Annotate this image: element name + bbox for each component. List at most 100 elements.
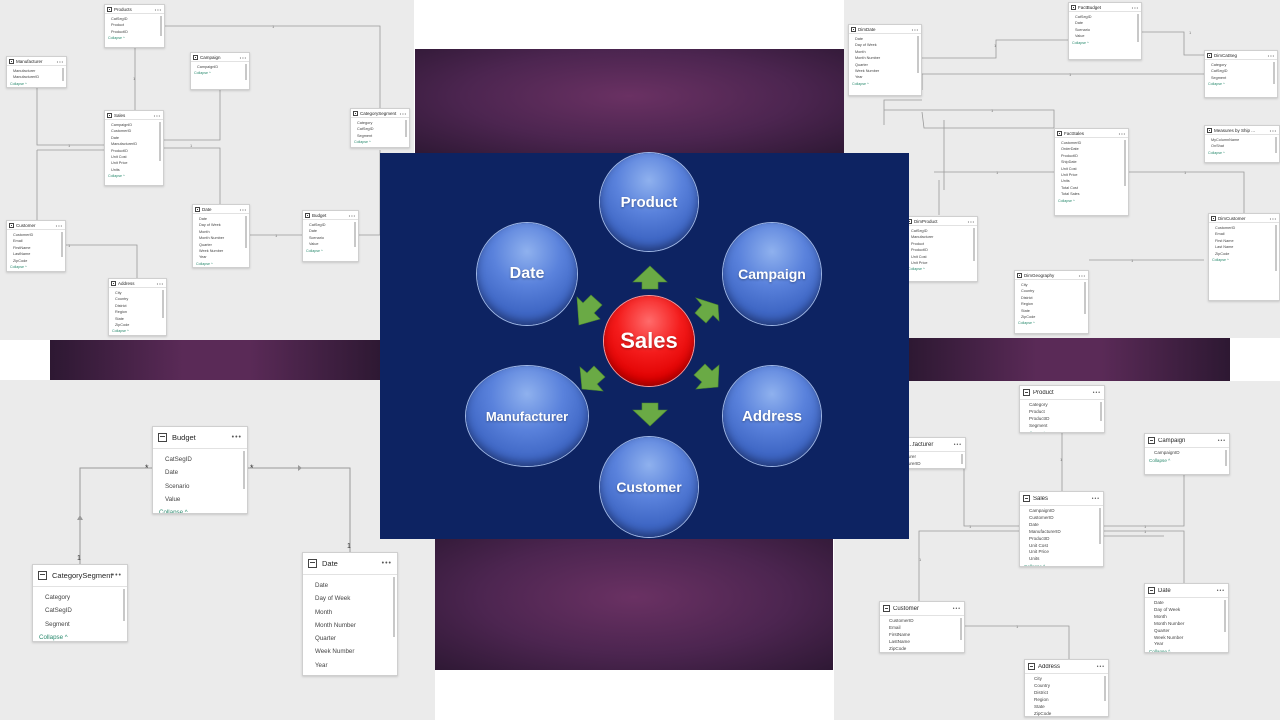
field-row[interactable]: Scenario <box>309 235 324 240</box>
scrollbar[interactable] <box>961 454 963 464</box>
field-row[interactable]: LastName <box>889 638 910 644</box>
table-header[interactable]: Measures by Ship ...••• <box>1205 126 1279 135</box>
field-row[interactable]: Date <box>1154 600 1164 605</box>
scrollbar[interactable] <box>1225 450 1227 466</box>
collapse-button[interactable]: Collapse ^ <box>1149 457 1171 463</box>
field-row[interactable]: Product <box>111 23 125 28</box>
more-options-icon[interactable]: ••• <box>399 110 407 116</box>
scrollbar[interactable] <box>1137 14 1139 42</box>
table-header[interactable]: CategorySegment••• <box>33 565 127 587</box>
scrollbar[interactable] <box>1224 600 1226 632</box>
field-row[interactable]: ManufacturerID <box>111 142 138 147</box>
field-row[interactable]: Month Number <box>315 621 356 629</box>
more-options-icon[interactable]: ••• <box>1269 215 1277 221</box>
more-options-icon[interactable]: ••• <box>239 54 247 60</box>
scrollbar[interactable] <box>1099 508 1101 544</box>
scrollbar[interactable] <box>973 228 975 261</box>
field-row[interactable]: OrderDate <box>1061 147 1079 152</box>
scrollbar[interactable] <box>62 68 64 81</box>
field-row[interactable]: Units <box>1061 179 1070 184</box>
field-row[interactable]: Quarter <box>855 62 868 67</box>
collapse-button[interactable]: Collapse ^ <box>159 509 188 514</box>
collapse-button[interactable]: Collapse ^ <box>10 81 27 86</box>
field-row[interactable]: Value <box>1075 34 1085 39</box>
field-row[interactable]: ProductID <box>1061 153 1078 158</box>
scrollbar[interactable] <box>159 122 161 161</box>
collapse-button[interactable]: Collapse ^ <box>196 261 213 266</box>
field-row[interactable]: Month <box>1154 613 1167 619</box>
field-row[interactable]: ...urerID <box>904 460 921 466</box>
more-options-icon[interactable]: ••• <box>231 434 242 441</box>
more-options-icon[interactable]: ••• <box>1096 663 1105 670</box>
scrollbar[interactable] <box>243 451 245 489</box>
scrollbar[interactable] <box>1273 62 1275 84</box>
collapse-button[interactable]: Collapse ^ <box>1072 40 1089 45</box>
field-row[interactable]: CatSegID <box>357 127 374 132</box>
field-row[interactable]: Country <box>1034 682 1051 688</box>
field-row[interactable]: Year <box>855 75 863 80</box>
field-row[interactable]: CatSegID <box>1075 15 1092 19</box>
scrollbar[interactable] <box>160 16 162 36</box>
table-header[interactable]: CategorySegment••• <box>351 109 409 118</box>
field-row[interactable]: MyColumnName <box>1211 138 1240 142</box>
field-row[interactable]: Unit Price <box>111 161 128 166</box>
field-row[interactable]: CustomerID <box>111 129 132 134</box>
field-row[interactable]: Date <box>111 135 120 140</box>
more-options-icon[interactable]: ••• <box>1092 389 1101 396</box>
scrollbar[interactable] <box>1100 402 1102 421</box>
field-row[interactable]: Date <box>1075 21 1084 26</box>
field-row[interactable]: Region <box>1034 696 1049 702</box>
field-row[interactable]: Email <box>13 239 23 244</box>
table-header[interactable]: Address••• <box>109 279 166 288</box>
field-row[interactable]: Week Number <box>315 648 355 656</box>
field-row[interactable]: Email <box>1215 232 1225 237</box>
table-header[interactable]: DimCustomer••• <box>1209 214 1279 223</box>
collapse-button[interactable]: Collapse ^ <box>852 81 869 86</box>
field-row[interactable]: OnShat <box>1211 144 1224 149</box>
field-row[interactable]: CustomerID <box>1061 141 1082 145</box>
field-row[interactable]: Manufacturer <box>13 69 36 73</box>
collapse-button[interactable]: Collapse ^ <box>1208 150 1225 155</box>
field-row[interactable]: Date <box>165 469 179 477</box>
collapse-button[interactable]: Collapse ^ <box>306 248 323 253</box>
table-header[interactable]: Date••• <box>193 205 249 214</box>
collapse-button[interactable]: Collapse ^ <box>108 36 125 41</box>
table-header[interactable]: Campaign••• <box>1145 434 1229 448</box>
table-header[interactable]: Sales••• <box>105 111 163 120</box>
field-row[interactable]: District <box>1021 295 1033 300</box>
field-row[interactable]: CustomerID <box>1029 514 1054 520</box>
collapse-button[interactable]: Collapse ^ <box>1208 82 1225 87</box>
table-header[interactable]: Campaign••• <box>191 53 249 62</box>
scrollbar[interactable] <box>123 589 125 621</box>
field-row[interactable]: Total Cost <box>1061 185 1078 190</box>
field-row[interactable]: FirstName <box>889 631 911 637</box>
field-row[interactable]: Quarter <box>199 242 212 247</box>
more-options-icon[interactable]: ••• <box>1269 127 1277 133</box>
field-row[interactable]: CustomerID <box>889 618 914 623</box>
table-header[interactable]: FactSales••• <box>1055 129 1128 138</box>
field-row[interactable]: Email <box>889 624 901 630</box>
field-row[interactable]: Category <box>45 594 71 601</box>
table-header[interactable]: Date••• <box>303 553 397 575</box>
collapse-button[interactable]: Collapse ^ <box>1018 321 1035 326</box>
field-row[interactable]: Month Number <box>199 236 225 241</box>
table-header[interactable]: DimCatSeg••• <box>1205 51 1277 60</box>
scrollbar[interactable] <box>245 216 247 248</box>
field-row[interactable]: ZipCode <box>889 645 907 651</box>
field-row[interactable]: CustomerID <box>13 233 34 237</box>
collapse-button[interactable]: Collapse ^ <box>908 267 925 272</box>
field-row[interactable]: Month <box>315 608 333 616</box>
field-row[interactable]: Last Name <box>1215 245 1234 250</box>
field-row[interactable]: CatSegID <box>165 456 192 463</box>
field-row[interactable]: District <box>1034 689 1049 695</box>
field-row[interactable]: CampaignID <box>1029 508 1055 513</box>
field-row[interactable]: Unit Cost <box>1061 166 1077 171</box>
